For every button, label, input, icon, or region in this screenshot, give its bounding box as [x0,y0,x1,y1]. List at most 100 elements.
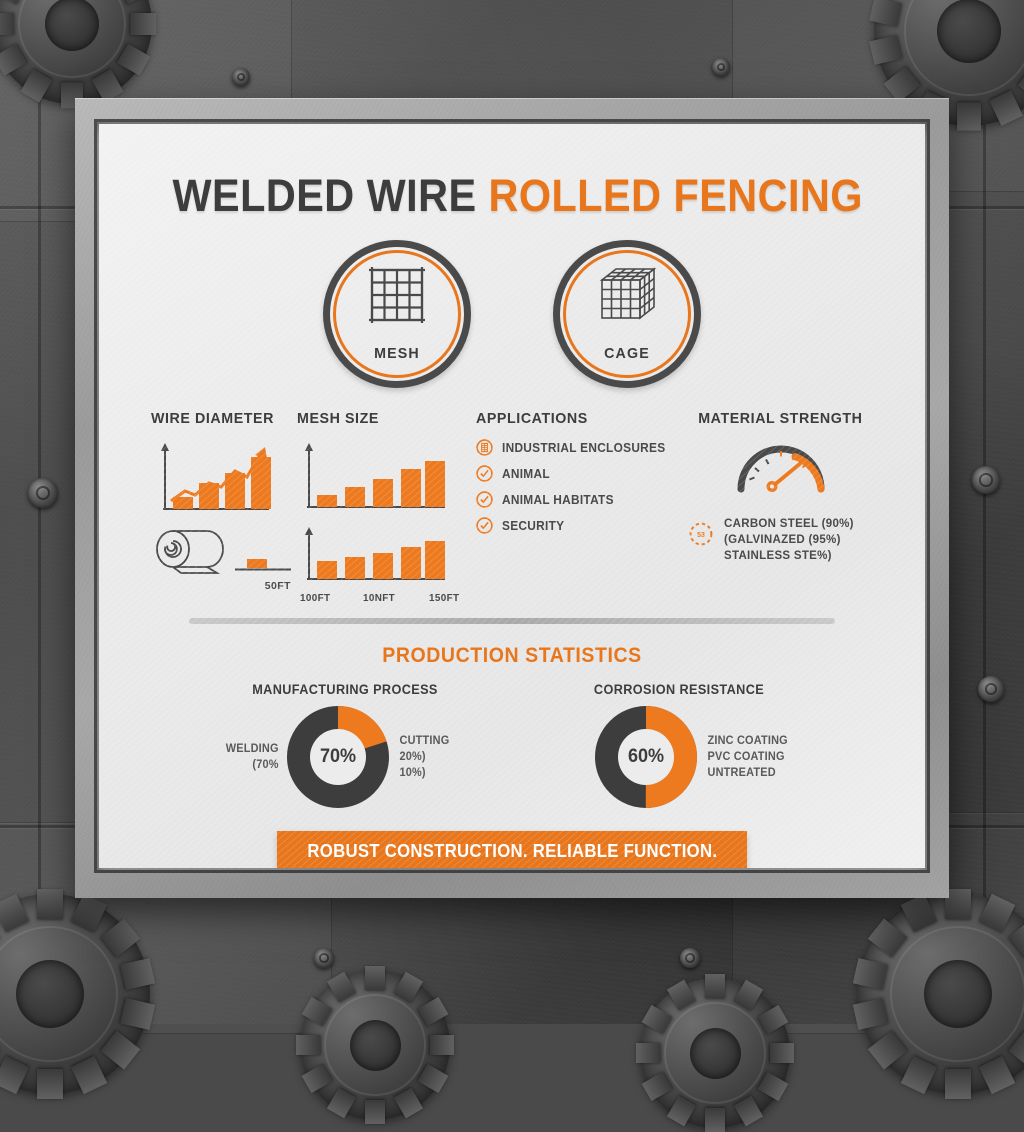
legend-label: WELDING [225,742,279,755]
list-item[interactable]: SECURITY [476,517,674,534]
list-item-label: SECURITY [502,518,565,533]
mesh-size-tick-labels: 100FT 10NFT 150FT [297,592,462,604]
gear-icon-bottom-right [852,889,1024,1099]
section-title: APPLICATIONS [476,410,589,427]
check-circle-icon [476,517,493,534]
svg-text:53: 53 [697,532,705,539]
dashed-circle-icon: 53 [688,515,714,547]
material-line: STAINLESS STE%) [724,548,833,563]
check-circle-icon [476,491,493,508]
applications-list: INDUSTRIAL ENCLOSURES ANIMAL [476,439,674,534]
section-title: MATERIAL STRENGTH [698,410,863,427]
donut-chart[interactable]: 70% [286,705,390,809]
legend-label: 20%) [399,750,427,763]
donut-legend-right: ZINC COATING PVC COATING UNTREATED [698,733,806,782]
panel-seam-left [38,0,41,1024]
donut-legend-left: WELDING (70% [195,741,286,774]
tagline-text: ROBUST CONSTRUCTION. RELIABLE FUNCTION. [307,840,717,861]
donut-heading: MANUFACTURING PROCESS [252,682,438,697]
donut-heading: CORROSION RESISTANCE [593,682,765,697]
donut-manufacturing-process: MANUFACTURING PROCESS WELDING (70% [190,682,500,809]
page-title: WELDED WIRE ROLLED FENCING [172,170,863,222]
check-circle-icon [476,465,493,482]
title-part-orange: ROLLED FENCING [488,170,863,221]
production-statistics-title: PRODUCTION STATISTICS [382,644,642,667]
tick-label: 100FT [299,592,331,604]
mesh-size-bar-chart-upper [297,439,462,519]
rivet-right-mid [972,466,1000,494]
badge-outer-ring [323,240,471,388]
section-wire-diameter: WIRE DIAMETER [151,410,297,594]
rivet-left-mid [28,478,58,508]
feature-columns: WIRE DIAMETER [143,410,881,604]
list-item[interactable]: ANIMAL [476,465,674,482]
wire-diameter-bar-chart [151,439,297,521]
section-divider [189,618,835,624]
tagline-banner: ROBUST CONSTRUCTION. RELIABLE FUNCTION. [277,831,747,868]
donut-with-legend: 60% ZINC COATING PVC COATING UNTREATED [524,705,834,809]
badge-inner-ring [333,250,461,378]
wire-length-label: 50FT [264,580,291,592]
list-item-label: INDUSTRIAL ENCLOSURES [502,440,666,455]
material-strength-list: 53 CARBON STEEL (90%) (GALVINAZED (95%) … [688,515,873,564]
rivet-bottom-left [314,948,334,968]
legend-label: CUTTING [399,734,450,747]
donut-center-value: 60% [627,746,665,767]
donut-center-value: 70% [320,746,357,767]
legend-label: PVC COATING [707,750,785,763]
section-applications: APPLICATIONS [462,410,674,543]
donut-center: 60% [618,729,674,785]
donut-legend-right: CUTTING 20%) 10%) [390,733,494,782]
legend-label: ZINC COATING [707,734,788,747]
section-material-strength: MATERIAL STRENGTH [674,410,873,564]
section-title: WIRE DIAMETER [151,410,274,427]
donut-corrosion-resistance: CORROSION RESISTANCE 60% [524,682,834,809]
badge-row: MESH [143,240,881,388]
list-item-label: ANIMAL HABITATS [502,492,614,507]
wire-cube-icon [553,264,701,328]
material-line: (GALVINAZED (95%) [724,532,841,547]
badge-inner-ring [563,250,691,378]
donut-chart[interactable]: 60% [594,705,698,809]
list-item[interactable]: INDUSTRIAL ENCLOSURES [476,439,674,456]
rivet-top-left [232,68,250,86]
gear-icon-top-right [869,0,1024,131]
mesh-size-bar-chart-lower [297,527,462,589]
badge-label: MESH [374,345,420,362]
tick-label: 150FT [428,592,460,604]
poster-frame: WELDED WIRE ROLLED FENCING [75,98,949,898]
donut-center: 70% [310,729,367,785]
gear-icon-bottom-center-right [636,974,794,1132]
gear-icon-top-left [0,0,157,109]
infographic-poster: WELDED WIRE ROLLED FENCING [99,124,925,868]
legend-label: 10%) [399,767,427,780]
building-icon [476,439,493,456]
wire-roll-icon [151,527,231,575]
badge-mesh[interactable]: MESH [323,240,471,388]
wire-roll-row [151,527,297,575]
legend-label: UNTREATED [707,767,776,780]
title-part-dark: WELDED WIRE [172,170,477,221]
list-item[interactable]: ANIMAL HABITATS [476,491,674,508]
speedometer-gauge-icon [688,439,873,495]
rivet-top-right [712,58,730,76]
badge-cage[interactable]: CAGE [553,240,701,388]
legend-label: (70% [252,759,279,771]
rivet-right-lower [978,676,1004,702]
donut-with-legend: WELDING (70% 70% [190,705,500,809]
material-line: CARBON STEEL (90%) [724,516,855,530]
section-mesh-size: MESH SIZE [297,410,462,604]
wire-roll-baseline [235,553,297,575]
gear-icon-bottom-center [296,966,454,1124]
donut-chart-row: MANUFACTURING PROCESS WELDING (70% [143,682,881,809]
list-item-label: ANIMAL [502,466,551,481]
badge-label: CAGE [604,345,650,362]
panel-seam-right [983,0,986,1024]
wire-grid-icon [323,264,471,326]
gear-icon-bottom-left [0,889,156,1099]
tick-label: 10NFT [363,592,396,604]
section-title: MESH SIZE [296,410,379,427]
material-strength-text: CARBON STEEL (90%) (GALVINAZED (95%) STA… [724,515,859,564]
rivet-bottom-right [680,948,700,968]
